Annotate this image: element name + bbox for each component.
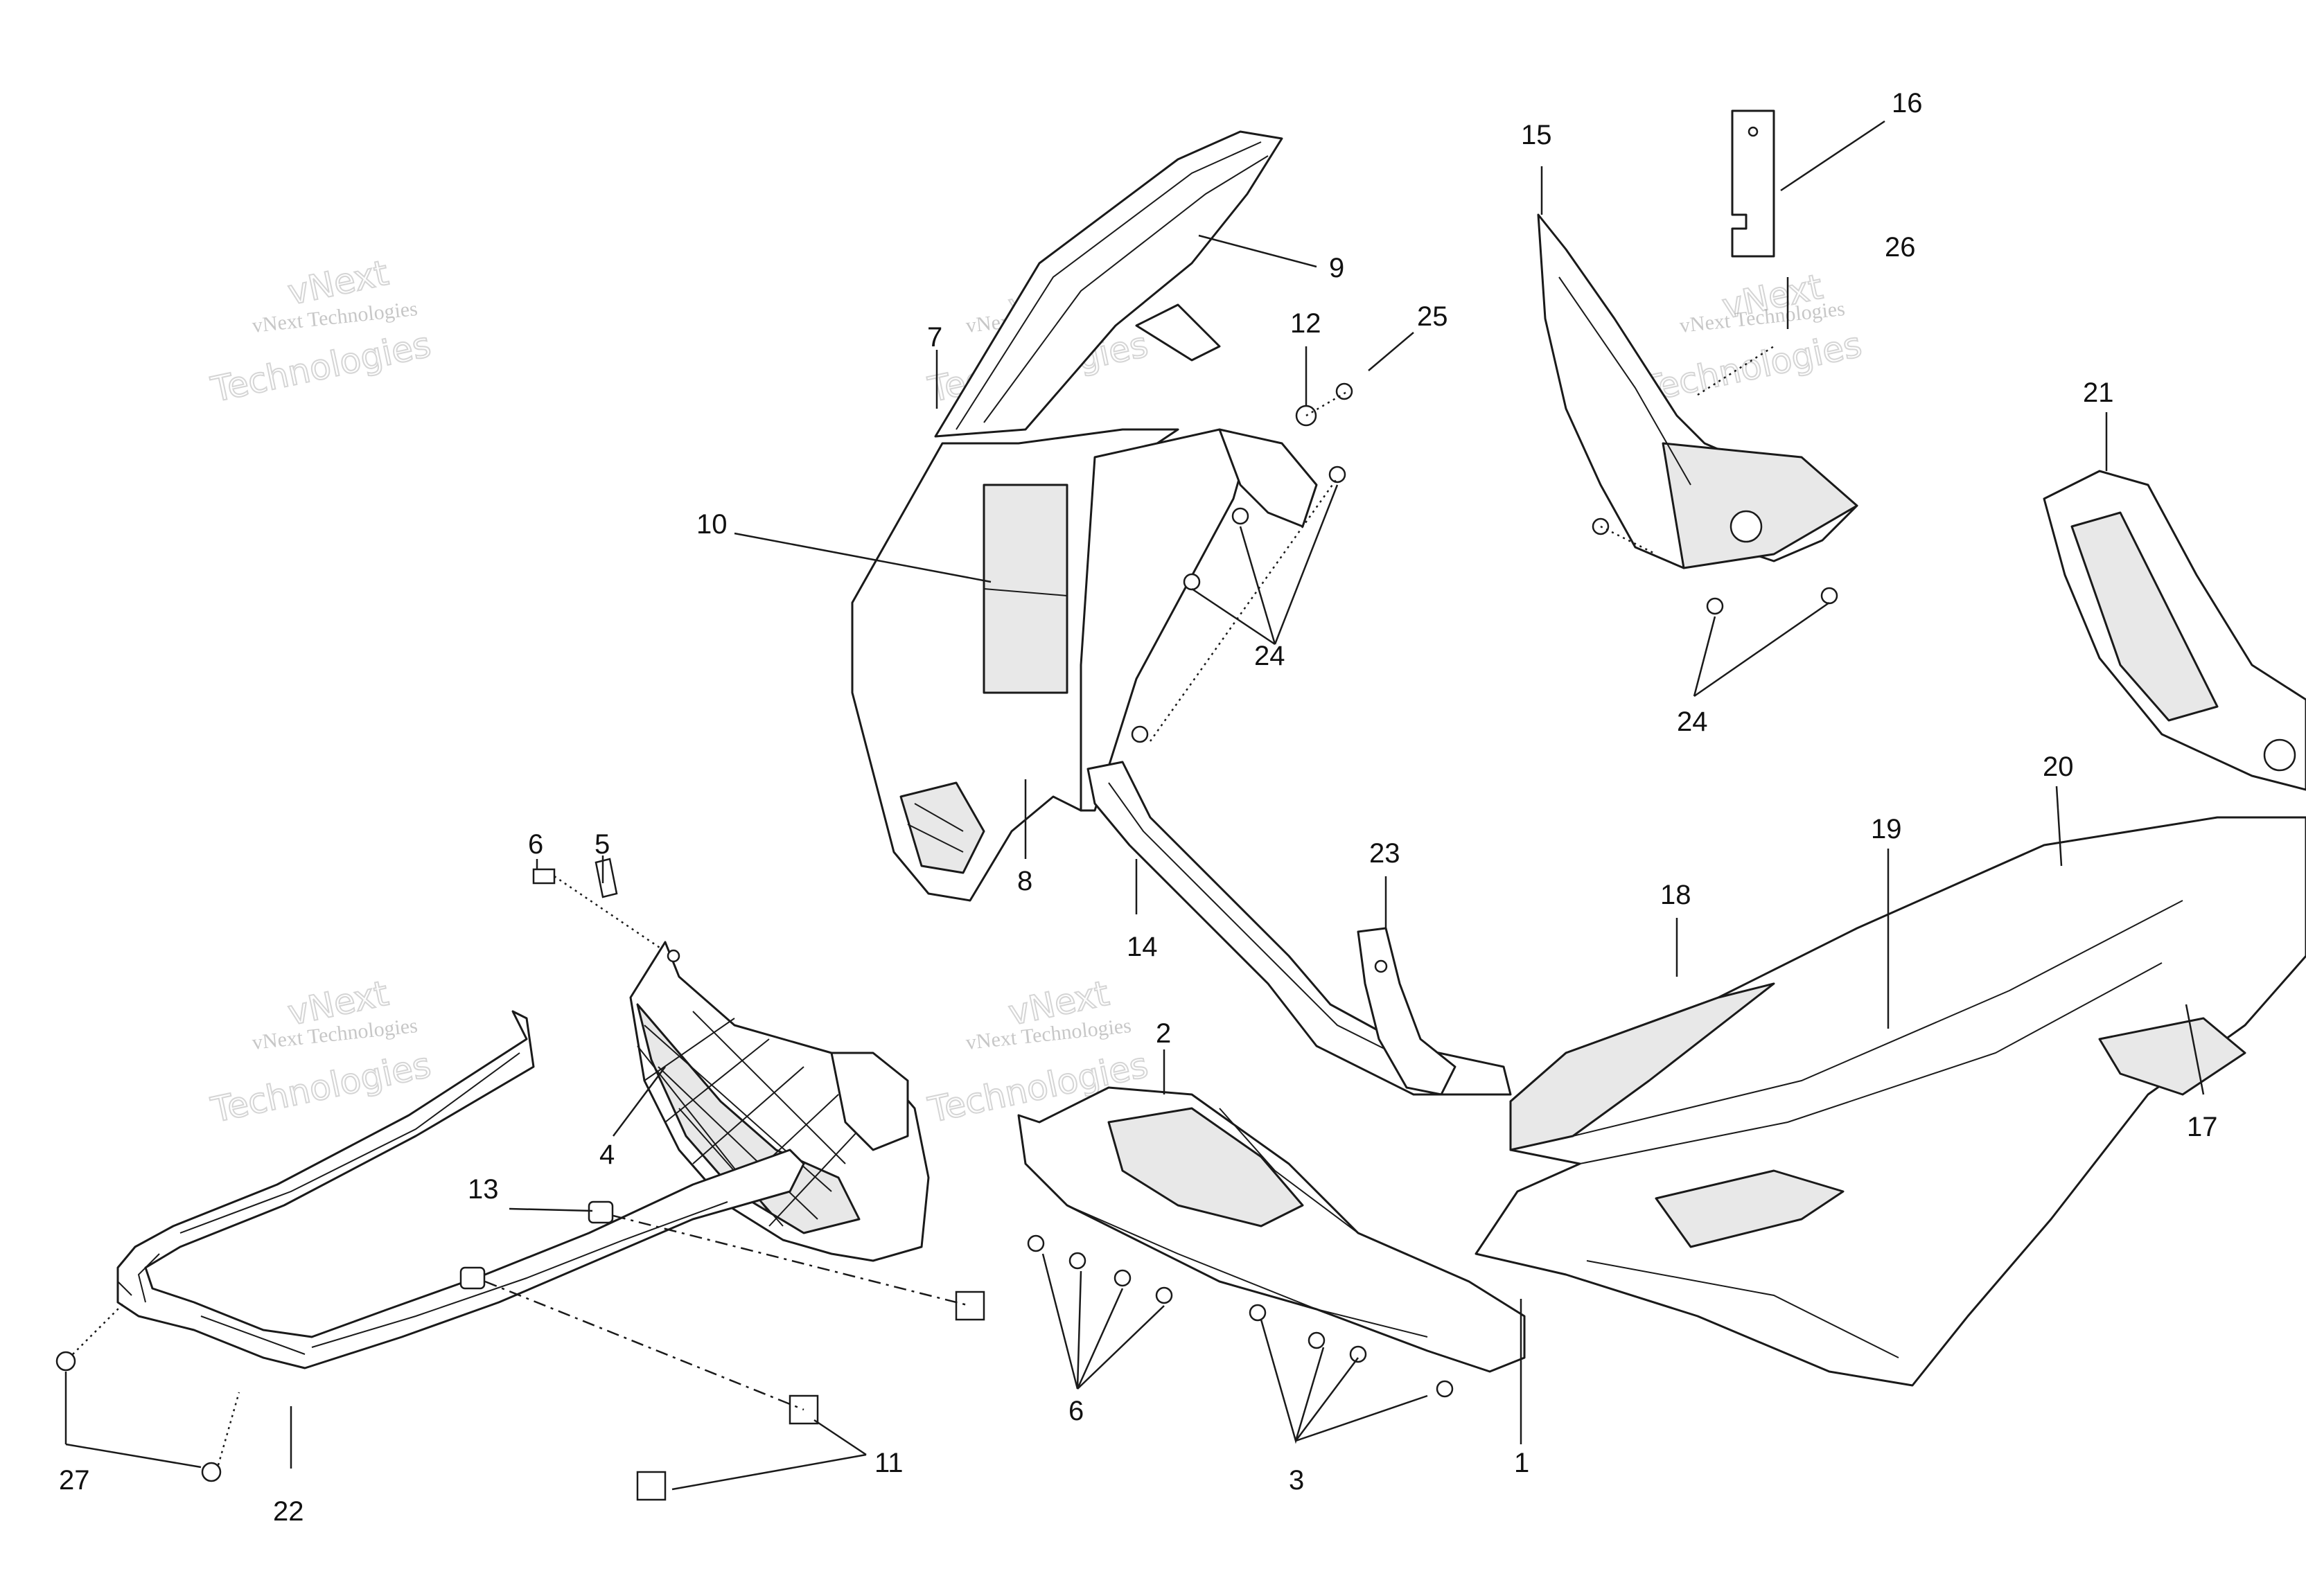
- callout-17: 17: [2187, 1112, 2218, 1142]
- bolt-hole-icon: [1374, 959, 1388, 973]
- push-pin-icon: [1349, 1345, 1367, 1363]
- watermark-4: vNext vNext Technologies Technologies: [206, 973, 434, 1131]
- front-housing-part-10: [851, 428, 1318, 902]
- bracket-part-23: [1357, 927, 1456, 1096]
- callout-26: 26: [1885, 232, 1916, 263]
- screw-icon: [1706, 597, 1724, 615]
- panel-part-15: [1537, 213, 1858, 569]
- push-pin-icon: [1436, 1380, 1454, 1398]
- rivet-icon: [1068, 1252, 1086, 1270]
- spacer-icon: [588, 1200, 614, 1224]
- callout-9: 9: [1329, 253, 1344, 283]
- panel-part-21: [2043, 470, 2306, 791]
- nut-icon: [55, 1351, 76, 1372]
- callout-14: 14: [1127, 932, 1158, 962]
- nut-icon: [1335, 382, 1353, 400]
- rivet-icon: [1155, 1286, 1173, 1304]
- callout-1: 1: [1514, 1448, 1529, 1478]
- hole-icon: [1748, 126, 1759, 137]
- brace-part-14: [1086, 761, 1512, 1096]
- screw-icon: [1328, 466, 1346, 484]
- push-pin-icon: [1308, 1331, 1326, 1349]
- push-pin-icon: [1249, 1304, 1267, 1322]
- callout-5: 5: [595, 829, 610, 860]
- hole-icon: [667, 949, 680, 963]
- cover-part-2: [1017, 1086, 1526, 1373]
- leader-lines: [64, 120, 2205, 1491]
- bolt-icon: [636, 1471, 667, 1501]
- screw-icon: [1231, 507, 1249, 525]
- callout-4: 4: [599, 1140, 615, 1170]
- callout-25: 25: [1417, 301, 1448, 332]
- side-panel-part-17: [1475, 816, 2306, 1387]
- watermark-3: vNext vNext Technologies Technologies: [1637, 266, 1865, 411]
- spacer-icon: [459, 1266, 486, 1290]
- screw-icon: [1183, 573, 1201, 591]
- callout-6-bottom: 6: [1068, 1396, 1084, 1426]
- screw-icon: [1131, 725, 1149, 743]
- callout-24-right: 24: [1677, 707, 1708, 737]
- callout-6-top: 6: [528, 829, 543, 860]
- callout-23: 23: [1369, 838, 1400, 869]
- callout-18: 18: [1660, 880, 1691, 910]
- watermark-line3: Technologies: [207, 324, 434, 410]
- grommet-icon: [2263, 738, 2296, 772]
- grille-part-4: [629, 941, 930, 1262]
- rivet-icon: [532, 868, 556, 885]
- rivet-icon: [1027, 1234, 1045, 1252]
- callout-7: 7: [927, 322, 942, 353]
- callout-13: 13: [468, 1174, 499, 1205]
- watermark-1: vNext vNext Technologies Technologies: [206, 252, 434, 411]
- clip-icon: [595, 858, 618, 898]
- callout-24-left: 24: [1254, 641, 1285, 671]
- hardware: [55, 382, 1838, 1501]
- callout-10: 10: [696, 509, 728, 540]
- callout-12: 12: [1290, 308, 1321, 339]
- callout-20: 20: [2043, 752, 2074, 782]
- hood-part-9: [934, 130, 1283, 438]
- callout-3: 3: [1289, 1465, 1304, 1496]
- watermark-line3: Technologies: [1638, 324, 1865, 410]
- callout-labels: 1 2 3 4 5 6 6 7 8 9 10 11 12 13 14 15 16…: [59, 88, 2218, 1527]
- grommet-icon: [1730, 510, 1763, 543]
- bolt-icon: [955, 1291, 985, 1321]
- callout-27: 27: [59, 1465, 90, 1496]
- callout-16: 16: [1892, 88, 1923, 118]
- plate-part-16: [1731, 109, 1775, 258]
- callout-11: 11: [874, 1448, 904, 1478]
- callout-21: 21: [2083, 378, 2114, 408]
- nut-icon: [201, 1462, 222, 1482]
- callout-2: 2: [1156, 1018, 1171, 1049]
- callout-19: 19: [1871, 814, 1902, 844]
- watermark-line3: Technologies: [207, 1045, 434, 1130]
- callout-22: 22: [273, 1496, 304, 1527]
- callout-15: 15: [1521, 120, 1552, 150]
- callout-8: 8: [1017, 866, 1032, 896]
- screw-icon: [1820, 587, 1838, 605]
- rivet-icon: [1114, 1269, 1132, 1287]
